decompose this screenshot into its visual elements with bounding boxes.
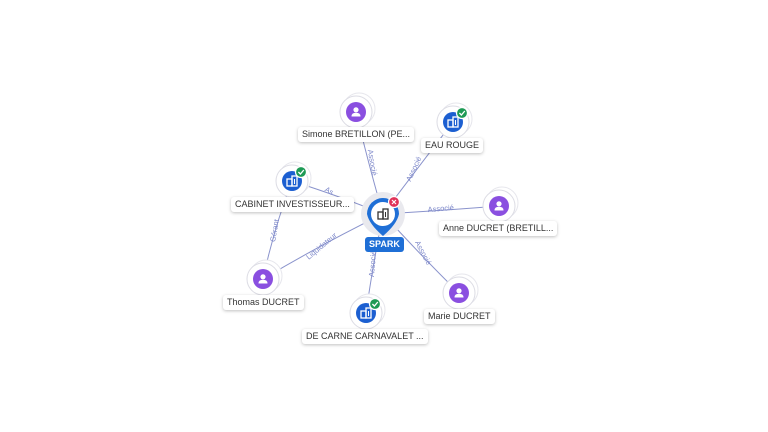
node-label-decarne: DE CARNE CARNAVALET ...: [302, 329, 428, 344]
center-node[interactable]: [361, 192, 405, 236]
person-icon: [454, 288, 464, 298]
close-icon[interactable]: [387, 195, 401, 209]
person-icon: [351, 107, 361, 117]
node-label-cabinet: CABINET INVESTISSEUR...: [231, 197, 354, 212]
node-label-thomas: Thomas DUCRET: [223, 295, 304, 310]
edge-label: Associé: [366, 149, 379, 176]
edge-label: Associé: [367, 250, 378, 277]
node-label-anne: Anne DUCRET (BRETILL...: [439, 221, 558, 236]
edge-label: As: [323, 185, 335, 197]
verified-check-icon: [455, 106, 469, 120]
node-label-simone: Simone BRETILLON (PE...: [298, 127, 415, 142]
center-node-label: SPARK: [365, 237, 404, 252]
building-icon: [286, 175, 298, 187]
verified-check-icon: [294, 165, 308, 179]
person-icon: [258, 274, 268, 284]
building-icon: [447, 116, 459, 128]
building-icon: [360, 307, 372, 319]
building-icon: [377, 208, 389, 220]
edge-label: Associé: [427, 203, 454, 214]
edge-label: Liquidateur: [304, 230, 339, 261]
node-cabinet[interactable]: [275, 161, 312, 198]
node-thomas[interactable]: [246, 259, 283, 296]
node-label-eau: EAU ROUGE: [421, 138, 484, 153]
edge-label: Associé: [413, 239, 433, 266]
edge-label: Associé: [404, 155, 423, 183]
node-anne[interactable]: [482, 186, 519, 223]
node-label-marie: Marie DUCRET: [424, 309, 495, 324]
person-icon: [494, 201, 504, 211]
node-decarne[interactable]: [349, 293, 386, 330]
verified-check-icon: [368, 297, 382, 311]
node-marie[interactable]: [442, 273, 479, 310]
node-eau[interactable]: [436, 102, 473, 139]
edge-label: Gérant: [268, 218, 281, 243]
node-simone[interactable]: [339, 92, 376, 129]
